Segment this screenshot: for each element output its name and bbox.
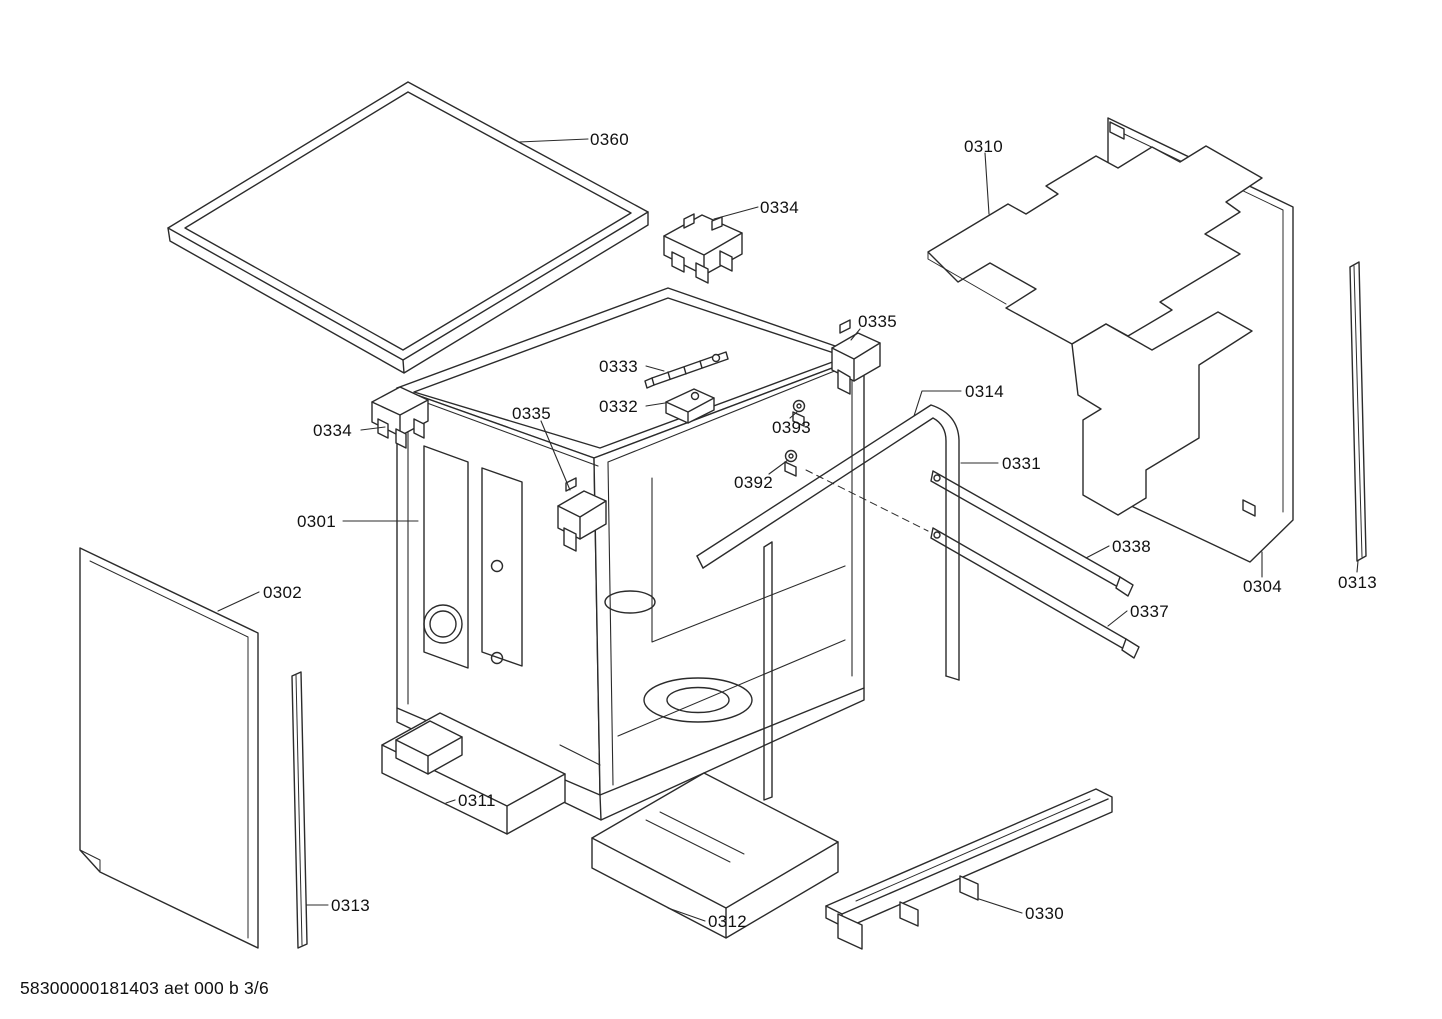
drawing-trim-strip-left — [291, 671, 308, 949]
part-label-0392: 0392 — [734, 473, 774, 492]
part-label-0312: 0312 — [708, 912, 748, 931]
part-label-0302: 0302 — [263, 583, 303, 602]
part-label-0334-top: 0334 — [760, 198, 800, 217]
part-label-0334-left: 0334 — [313, 421, 353, 440]
drawing-assembly-frame — [696, 404, 960, 801]
part-label-0313-right: 0313 — [1338, 573, 1378, 592]
drawing-bracket-0335-front — [557, 477, 607, 552]
drawing-slide-rail-upper — [930, 470, 1134, 597]
drawing-slide-rail-lower — [930, 527, 1140, 659]
drawing-bracket-top — [663, 213, 743, 284]
drawing-tub-body — [396, 287, 865, 821]
part-label-0311: 0311 — [458, 791, 496, 810]
drawing-fastener-0393 — [792, 399, 806, 427]
drawing-fixing-rail-0333 — [644, 351, 729, 389]
drawing-base-channel — [825, 788, 1113, 950]
drawing-bracket-left — [371, 386, 429, 449]
part-label-0337: 0337 — [1130, 602, 1170, 621]
part-label-0335-right: 0335 — [858, 312, 898, 331]
leader-lines — [217, 138, 1359, 922]
drawing-base-insulation — [591, 772, 839, 939]
part-label-0332: 0332 — [599, 397, 639, 416]
drawing-trim-strip-right — [1349, 261, 1367, 562]
document-code: 58300000181403 aet 000 b 3/6 — [20, 978, 269, 998]
part-label-0335-front: 0335 — [512, 404, 552, 423]
part-label-0304: 0304 — [1243, 577, 1283, 596]
drawing-side-panel-left — [79, 547, 259, 949]
drawing-lock-bracket-0332 — [665, 388, 715, 424]
part-label-0310: 0310 — [964, 137, 1004, 156]
part-label-0333: 0333 — [599, 357, 639, 376]
part-label-0314: 0314 — [965, 382, 1005, 401]
part-label-0313-left: 0313 — [331, 896, 371, 915]
drawing-insulation-mat — [927, 145, 1263, 516]
part-label-0338: 0338 — [1112, 537, 1152, 556]
drawing-fastener-0392 — [784, 449, 798, 477]
drawing-base-support — [381, 712, 566, 835]
part-label-0360: 0360 — [590, 130, 630, 149]
part-label-0331: 0331 — [1002, 454, 1042, 473]
part-label-0301: 0301 — [297, 512, 337, 531]
part-label-0330: 0330 — [1025, 904, 1065, 923]
drawing-top-panel — [167, 81, 649, 374]
part-label-0393: 0393 — [772, 418, 812, 437]
drawing-bracket-0335-right — [831, 319, 881, 395]
